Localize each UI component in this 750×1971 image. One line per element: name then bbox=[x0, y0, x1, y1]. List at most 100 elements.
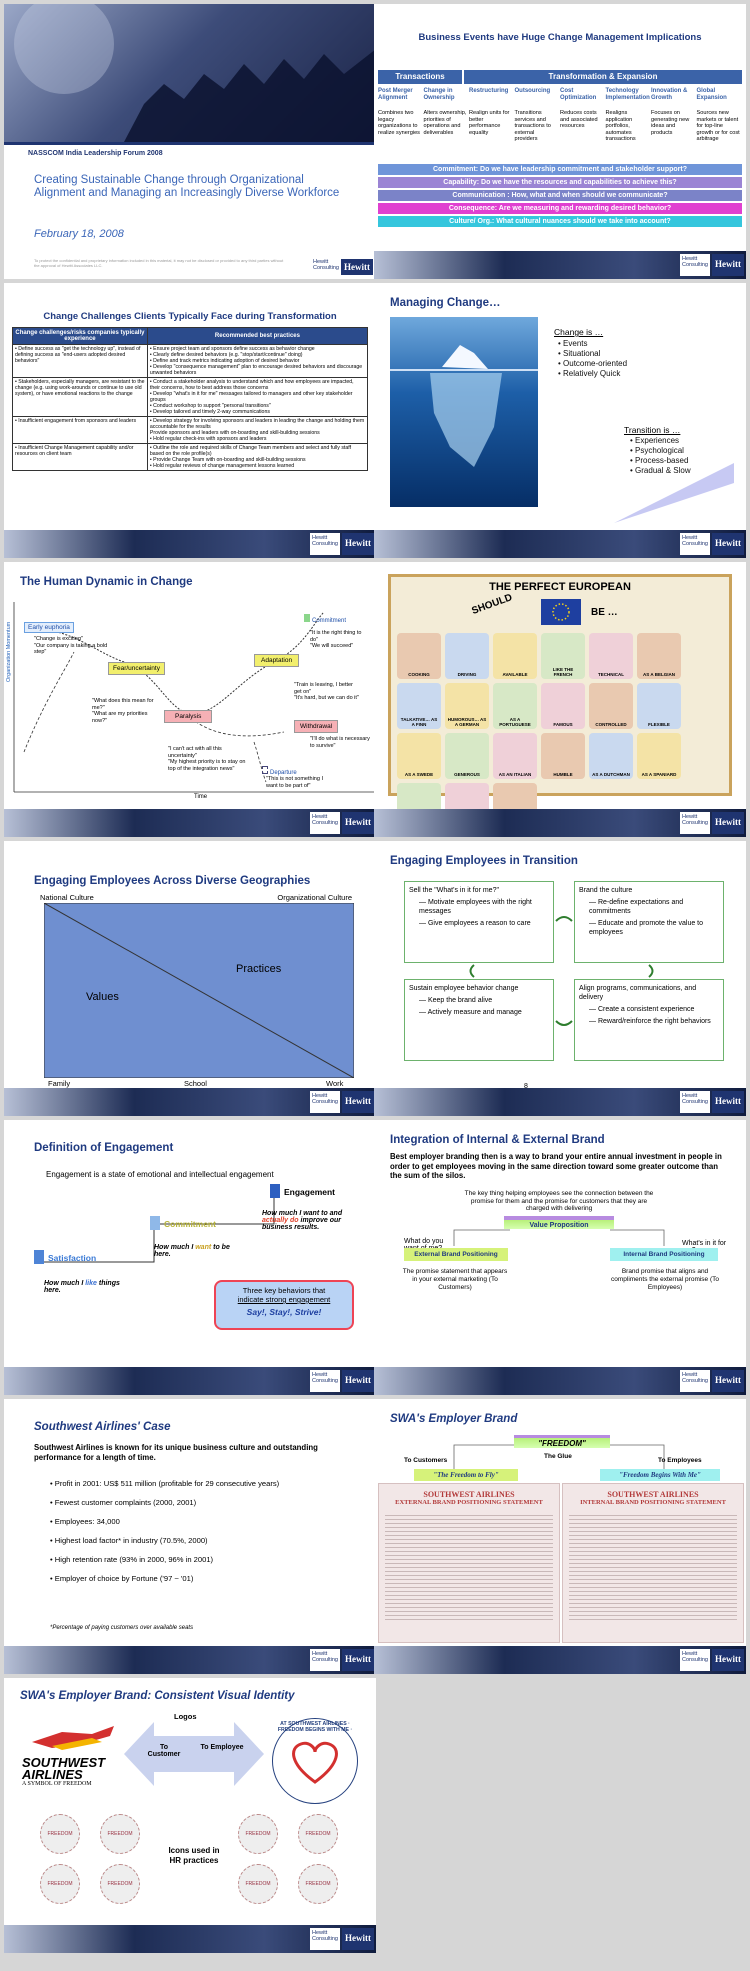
cartoon-figure: AS A DUTCHMAN bbox=[589, 733, 633, 779]
national-culture-label: National Culture bbox=[40, 893, 94, 902]
transition-list: • Experiences• Psychological• Process-ba… bbox=[630, 436, 691, 476]
event-column-description: Realign units for better performance equ… bbox=[469, 110, 510, 136]
internal-brand-description: Brand promise that aligns and compliment… bbox=[610, 1268, 719, 1291]
glue-label: The Glue bbox=[544, 1453, 572, 1460]
list-item-text: Reward/reinforce the right behaviors bbox=[597, 1018, 711, 1025]
slide-7[interactable]: Engaging Employees Across Diverse Geogra… bbox=[4, 841, 376, 1116]
list-item-text: Relatively Quick bbox=[563, 369, 621, 378]
to-customer-label: To Customer bbox=[147, 1744, 181, 1758]
bullet-icon: • bbox=[558, 339, 564, 348]
engagement-definition: Engagement is a state of emotional and i… bbox=[46, 1170, 274, 1179]
slide-3[interactable]: Change Challenges Clients Typically Face… bbox=[4, 283, 376, 558]
cycle-arrows bbox=[469, 916, 654, 1026]
slide-2[interactable]: Business Events have Huge Change Managem… bbox=[374, 4, 746, 279]
slide-title: Southwest Airlines' Case bbox=[34, 1421, 171, 1433]
practice-cell: • Conduct a stakeholder analysis to unde… bbox=[146, 377, 369, 417]
event-column-heading: Restructuring bbox=[469, 88, 509, 94]
col-header-challenges: Change challenges/risks companies typica… bbox=[12, 327, 148, 345]
list-item-text: Outcome-oriented bbox=[563, 359, 628, 368]
slide-11[interactable]: Southwest Airlines' Case Southwest Airli… bbox=[4, 1399, 376, 1674]
bullet-icon: • bbox=[630, 466, 636, 475]
slide-5[interactable]: The Human Dynamic in Change Organization… bbox=[4, 562, 376, 837]
list-item: • Relatively Quick bbox=[558, 369, 627, 379]
bullet-icon: — bbox=[589, 1018, 598, 1025]
cartoon-figure: AS A SPANIARD bbox=[637, 733, 681, 779]
list-item-text: Fewest customer complaints (2000, 2001) bbox=[54, 1498, 197, 1507]
slide-title: SWA's Employer Brand bbox=[390, 1413, 518, 1425]
list-item: — Keep the brand alive bbox=[419, 996, 549, 1005]
slide-title: Change Challenges Clients Typically Face… bbox=[43, 311, 337, 322]
list-item-text: High retention rate (93% in 2000, 96% in… bbox=[54, 1555, 214, 1564]
branding-lead: Best employer branding then is a way to … bbox=[390, 1152, 722, 1180]
freedom-to-fly-box: "The Freedom to Fly" bbox=[414, 1469, 518, 1481]
slide-13[interactable]: SWA's Employer Brand: Consistent Visual … bbox=[4, 1678, 376, 1953]
list-item-text: Keep the brand alive bbox=[427, 997, 493, 1004]
slide-10[interactable]: Integration of Internal & External Brand… bbox=[374, 1120, 746, 1395]
list-item: • Process-based bbox=[630, 456, 691, 466]
list-item: • Experiences bbox=[630, 436, 691, 446]
list-item: — Motivate employees with the right mess… bbox=[419, 898, 549, 916]
to-employee-label: To Employee bbox=[200, 1744, 244, 1751]
bullet-icon: — bbox=[419, 899, 428, 906]
heart-icon bbox=[292, 1741, 338, 1784]
table-row: • Insufficient Change Management capabil… bbox=[12, 443, 369, 471]
practice-cell: • Develop strategy for involving sponsor… bbox=[146, 416, 369, 444]
branding-connectors bbox=[453, 1229, 665, 1246]
slide-6[interactable]: THE PERFECT EUROPEAN SHOULD BE … COOKING… bbox=[374, 562, 746, 837]
hr-stamp-6: FREEDOM bbox=[298, 1814, 338, 1854]
case-footnote: *Percentage of paying customers over ava… bbox=[50, 1625, 194, 1631]
x-axis-label: Time bbox=[194, 794, 208, 800]
southwest-logo: SOUTHWEST AIRLINES A SYMBOL OF FREEDOM bbox=[22, 1722, 122, 1798]
bullet-icon: — bbox=[589, 1006, 598, 1013]
bullet-icon: • bbox=[50, 1498, 55, 1507]
case-facts: • Profit in 2001: US$ 511 million (profi… bbox=[50, 1479, 350, 1593]
slide-1[interactable]: NASSCOM India Leadership Forum 2008 Crea… bbox=[4, 4, 376, 279]
cartoon-figure: AS A PORTUGUESE bbox=[493, 683, 537, 729]
bullet-icon: • bbox=[50, 1517, 55, 1526]
internal-statement-document: SOUTHWEST AIRLINES INTERNAL BRAND POSITI… bbox=[562, 1483, 744, 1643]
practice-cell: • Ensure project team and sponsors defin… bbox=[146, 344, 369, 378]
event-column-description: Transitions services and transactions to… bbox=[514, 110, 551, 143]
transition-wedge bbox=[614, 463, 734, 523]
list-item-text: Employees: 34,000 bbox=[54, 1517, 120, 1526]
slide-4[interactable]: Managing Change… Change is … • Events• S… bbox=[374, 283, 746, 558]
cartoon-figure: DRIVING bbox=[445, 633, 489, 679]
list-item: — Reward/reinforce the right behaviors bbox=[589, 1017, 719, 1026]
quote-early: "Change is exciting" "Our company is tak… bbox=[34, 636, 108, 655]
quote-paralysis: "I can't act with all this uncertainty" … bbox=[168, 746, 246, 772]
slide-12[interactable]: SWA's Employer Brand "FREEDOM" The Glue … bbox=[374, 1399, 746, 1674]
satisfaction-question: How much I like things here. bbox=[44, 1280, 120, 1294]
bullet-icon: — bbox=[419, 997, 428, 1004]
cartoon-figure: AS A SWEDE bbox=[397, 733, 441, 779]
list-item: — Actively measure and manage bbox=[419, 1008, 549, 1017]
event-column-heading: Outsourcing bbox=[514, 88, 551, 94]
quote-departure: "This is not something I want to be part… bbox=[266, 776, 323, 789]
challenge-cell: • Define success as "get the technology … bbox=[12, 344, 148, 378]
event-column-description: Focuses on generating new ideas and prod… bbox=[651, 110, 690, 136]
freedom-begins-box: "Freedom Begins With Me" bbox=[600, 1469, 720, 1481]
cartoon-figure: COOKING bbox=[397, 633, 441, 679]
bullet-icon: • bbox=[630, 456, 636, 465]
list-item: • Events bbox=[558, 339, 627, 349]
change-heading: Change is … bbox=[554, 327, 604, 337]
hr-stamp-7: FREEDOM bbox=[238, 1864, 278, 1904]
event-column-heading: Global Expansion bbox=[696, 88, 727, 101]
list-item: • High retention rate (93% in 2000, 96% … bbox=[50, 1555, 350, 1564]
list-item: — Educate and promote the value to emplo… bbox=[589, 919, 719, 937]
challenge-cell: • Insufficient engagement from sponsors … bbox=[12, 416, 148, 444]
list-item: • Outcome-oriented bbox=[558, 359, 627, 369]
slide-9[interactable]: Definition of Engagement Engagement is a… bbox=[4, 1120, 376, 1395]
logos-label: Logos bbox=[174, 1712, 197, 1721]
slide-8[interactable]: Engaging Employees in Transition Sell th… bbox=[374, 841, 746, 1116]
engagement-question: How much I want to and actually do impro… bbox=[262, 1210, 343, 1231]
case-lead: Southwest Airlines is known for its uniq… bbox=[34, 1443, 318, 1462]
cartoon-figure: HUMBLE bbox=[541, 733, 585, 779]
